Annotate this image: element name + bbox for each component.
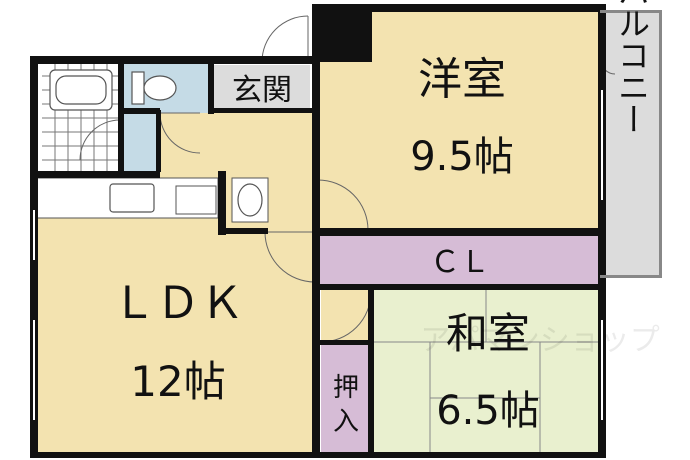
balcony-floor [604,12,659,275]
wash-basin [237,183,263,217]
kitchen-sink [109,183,155,213]
western-room-size: 9.5帖 [410,134,514,180]
tatami-lines [372,290,601,454]
western-room-name: 洋室 [418,54,506,105]
fridge-space [175,185,217,215]
oshiire-label-2: 入 [333,407,359,437]
entrance-door-arc [261,15,309,63]
entrance-label: 玄関 [232,73,292,108]
fixtures [35,69,269,223]
ldk-size: 12帖 [130,357,225,406]
western-door-arc [317,179,369,231]
toilet-bowl [143,75,177,101]
japanese-room-size: 6.5帖 [436,388,540,434]
japanese-entry-floor [321,290,370,342]
structural-column [312,4,372,62]
entrance-floor [214,65,310,111]
watermark: アパマンショップ [420,323,659,358]
oshiire-floor [321,343,370,454]
washroom-floor [124,113,158,171]
japanese-room-name: 和室 [446,309,530,358]
closet-label: ＣＬ [430,245,490,280]
ldk-name: ＬＤＫ [112,278,244,329]
ldk-door-arc [264,231,316,283]
oshiire-label-1: 押 [333,373,359,403]
bathtub-inner [55,75,107,105]
balcony-label: バルコニー [613,0,651,135]
window-marks [33,90,603,420]
toilet-tank [131,71,145,105]
closet-floor [319,236,601,284]
bath-door-arc [79,119,121,161]
